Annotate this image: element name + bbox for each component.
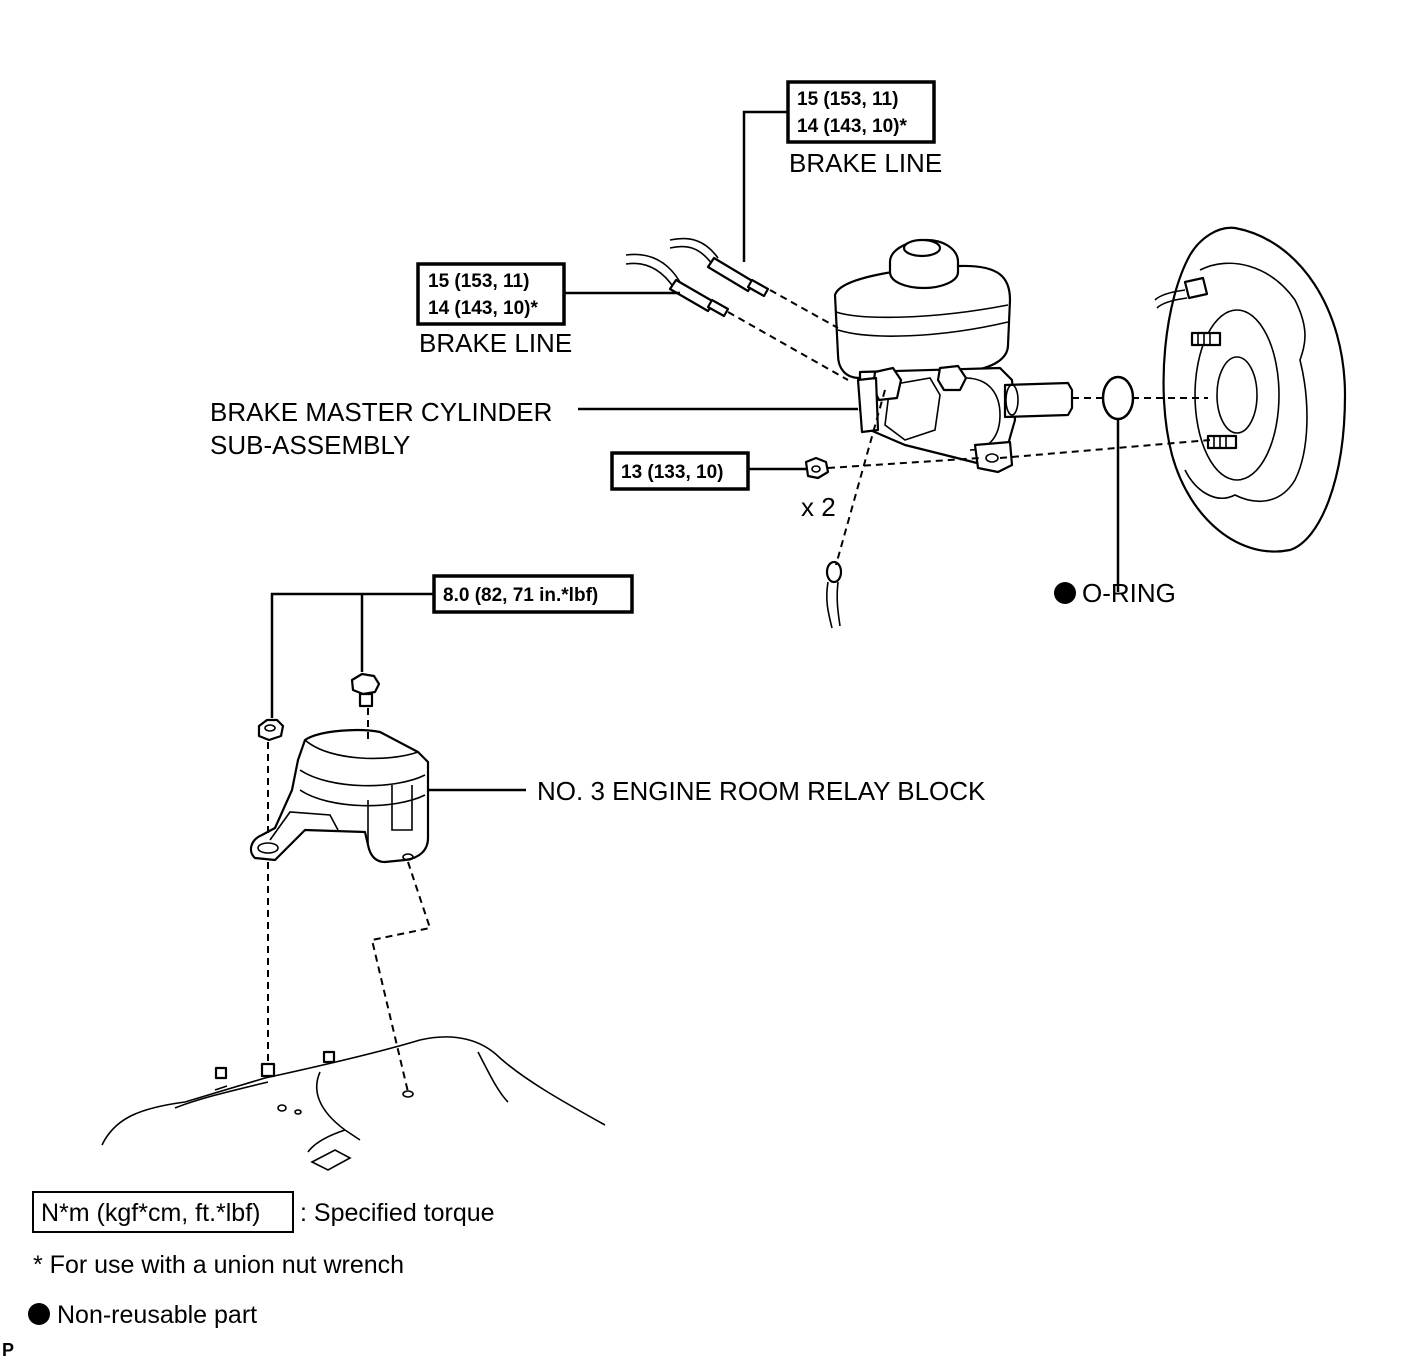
o-ring-label: O-RING bbox=[1082, 578, 1176, 608]
brake-booster bbox=[1154, 226, 1347, 553]
torque-box-nut: 13 (133, 10) bbox=[610, 451, 750, 491]
brake-line-upper-label: BRAKE LINE bbox=[789, 148, 942, 178]
legend-union-note: * For use with a union nut wrench bbox=[33, 1251, 404, 1279]
vehicle-body-panel bbox=[101, 1036, 606, 1171]
legend: N*m (kgf*cm, ft.*lbf) : Specified torque… bbox=[28, 1191, 495, 1329]
torque-upper-line2: 14 (143, 10)* bbox=[797, 116, 907, 137]
torque-box-upper: 15 (153, 11) 14 (143, 10)* bbox=[786, 80, 936, 144]
ground-wire-part bbox=[825, 560, 843, 629]
relay-bolt-part bbox=[350, 672, 381, 708]
legend-torque-unit: N*m (kgf*cm, ft.*lbf) bbox=[41, 1199, 260, 1227]
torque-box-relay: 8.0 (82, 71 in.*lbf) bbox=[432, 574, 634, 614]
cylinder-nut-part bbox=[804, 456, 830, 480]
relay-block-label: NO. 3 ENGINE ROOM RELAY BLOCK bbox=[537, 776, 986, 806]
legend-nonreusable: Non-reusable part bbox=[57, 1301, 257, 1329]
torque-lower-line1: 15 (153, 11) bbox=[428, 271, 529, 292]
nut-count-label: x 2 bbox=[801, 492, 836, 522]
brake-line-lower-label: BRAKE LINE bbox=[419, 328, 572, 358]
torque-box-lower: 15 (153, 11) 14 (143, 10)* bbox=[416, 262, 566, 326]
relay-nut-part bbox=[257, 718, 285, 742]
corner-mark: P bbox=[2, 1340, 14, 1360]
legend-torque-desc: : Specified torque bbox=[300, 1199, 495, 1227]
torque-upper-line1: 15 (153, 11) bbox=[797, 89, 898, 110]
torque-lower-line2: 14 (143, 10)* bbox=[428, 298, 538, 319]
master-cylinder-label-1: BRAKE MASTER CYLINDER bbox=[210, 397, 552, 427]
brake-line-lower-pipe bbox=[625, 253, 730, 318]
torque-nut-value: 13 (133, 10) bbox=[621, 462, 723, 483]
master-cylinder-part bbox=[833, 238, 1074, 474]
non-reusable-dot-icon bbox=[28, 1303, 50, 1325]
non-reusable-dot-icon bbox=[1054, 582, 1076, 604]
torque-relay-value: 8.0 (82, 71 in.*lbf) bbox=[443, 585, 598, 606]
o-ring-part bbox=[1101, 375, 1135, 592]
booster-stud-top bbox=[1190, 331, 1222, 347]
booster-stud-bottom bbox=[1206, 434, 1238, 450]
relay-block-part bbox=[249, 728, 430, 864]
master-cylinder-label-2: SUB-ASSEMBLY bbox=[210, 430, 410, 460]
brake-line-upper-pipe bbox=[669, 237, 770, 298]
